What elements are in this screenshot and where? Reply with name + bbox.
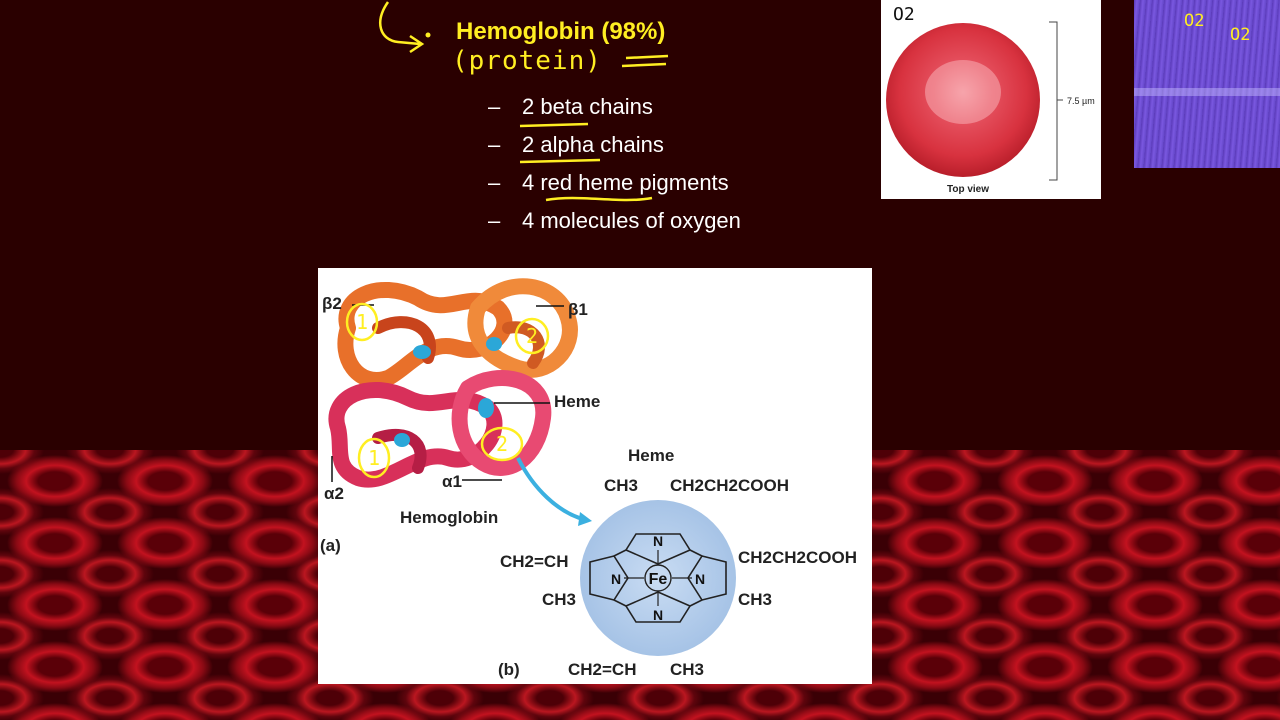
formula-right: CH2CH2COOH [738, 548, 858, 567]
heme-group [413, 345, 431, 359]
alpha2-label: α2 [324, 484, 344, 503]
svg-text:N: N [695, 571, 705, 587]
beta1-label: β1 [568, 300, 588, 319]
size-label: 7.5 µm [1067, 96, 1095, 106]
alpha1-label: α1 [442, 472, 462, 491]
hemoglobin-illustration: Fe N N N N 1 2 1 2 [328, 278, 736, 656]
rbc-illustration: O2 [886, 4, 1063, 181]
bullet-list: –2 beta chains –2 alpha chains –4 red he… [488, 92, 741, 244]
hemoglobin-figure: Fe N N N N 1 2 1 2 β2 β1 Heme α2 α1 Hemo… [318, 268, 872, 684]
scale-bracket [1049, 21, 1058, 181]
top-view-caption: Top view [946, 184, 990, 195]
iron-center [644, 564, 672, 592]
o2-note-1: O2 [1184, 11, 1204, 31]
handwritten-protein-note: (protein) [452, 46, 602, 76]
heme-pointer-arrow [516, 457, 587, 522]
curved-arrow-annotation [379, 1, 421, 46]
bullet-item: –2 beta chains [488, 94, 653, 119]
heme-molecule-disc [580, 500, 736, 656]
heme-group [394, 433, 410, 447]
porphyrin-ring [589, 533, 727, 623]
bullet-item: –2 alpha chains [488, 132, 664, 157]
svg-text:2: 2 [496, 432, 508, 456]
purple-micrograph: O2 O2 [1134, 0, 1280, 168]
bullet-text: 2 beta chains [522, 94, 653, 119]
formula-left-lower: CH3 [542, 590, 577, 609]
svg-text:1: 1 [356, 310, 368, 334]
bullet-text: 2 alpha chains [522, 132, 664, 157]
hemoglobin-label: Hemoglobin [400, 508, 499, 527]
heme-group [486, 337, 502, 351]
o2-note: O2 [893, 4, 915, 25]
formula-top-right: CH2CH2COOH [670, 476, 790, 495]
svg-text:1: 1 [368, 446, 380, 470]
heme-pointer-label: Heme [554, 392, 601, 411]
slide-heading: Hemoglobin (98%) [456, 18, 666, 45]
heme-group [478, 398, 494, 418]
arrowhead-annotation [409, 34, 425, 54]
svg-text:N: N [653, 607, 663, 623]
formula-bottom-right: CH3 [670, 660, 705, 679]
beta2-label: β2 [322, 294, 342, 313]
svg-text:N: N [653, 533, 663, 549]
micrograph-notes: O2 O2 [1184, 11, 1250, 45]
bullet-item: –4 molecules of oxygen [488, 208, 741, 233]
alpha-chains [328, 370, 552, 488]
formula-top-left: CH3 [604, 476, 639, 495]
formula-left: CH2=CH [500, 552, 569, 571]
svg-text:N: N [611, 571, 621, 587]
rbc-center [925, 60, 1001, 124]
formula-right-lower: CH3 [738, 590, 773, 609]
circled-number-annotations [345, 302, 550, 479]
svg-text:Fe: Fe [649, 571, 668, 588]
bullet-text: 4 red heme pigments [522, 170, 729, 195]
heme-title: Heme [628, 446, 675, 465]
formula-bottom-left: CH2=CH [568, 660, 637, 679]
svg-text:2: 2 [526, 324, 538, 348]
part-b-label: (b) [498, 660, 520, 679]
rbc-top-view-figure: O2 7.5 µm Top view [881, 0, 1101, 199]
bullet-text: 4 molecules of oxygen [522, 208, 741, 233]
dot-annotation [425, 32, 431, 38]
part-a-label: (a) [320, 536, 341, 555]
micrograph-band [1134, 88, 1280, 96]
bullet-item: –4 red heme pigments [488, 170, 729, 195]
double-underline-annotation [621, 54, 669, 68]
o2-note-2: O2 [1230, 25, 1250, 45]
